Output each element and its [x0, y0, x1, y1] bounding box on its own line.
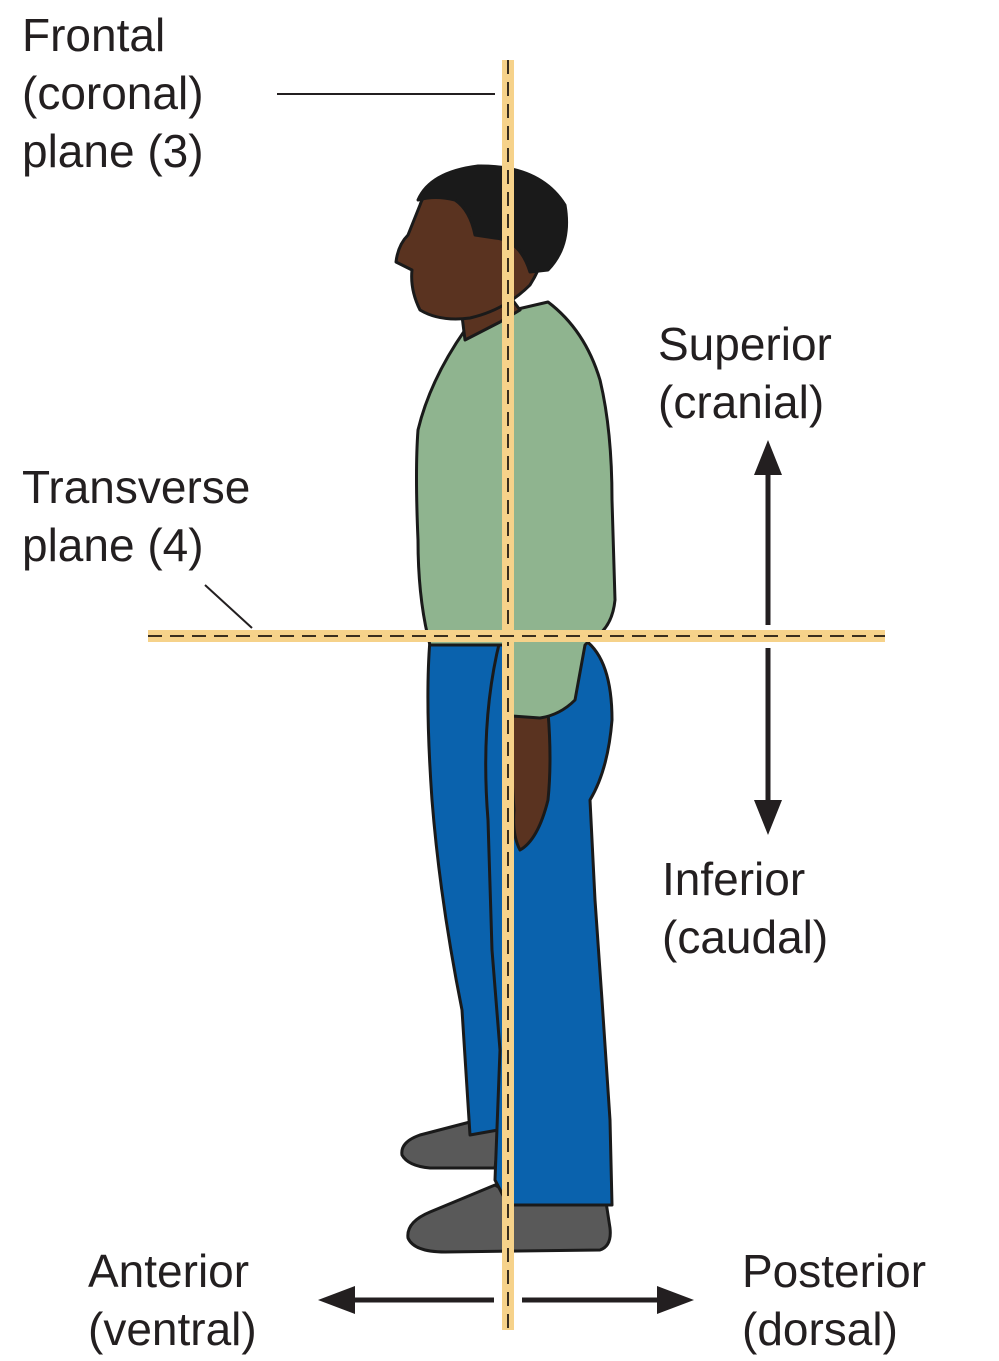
frontal-label-line-1: Frontal: [22, 6, 204, 64]
frontal-label-line-3: plane (3): [22, 122, 204, 180]
frontal-label-line-2: (coronal): [22, 64, 204, 122]
posterior-label: Posterior (dorsal): [742, 1242, 926, 1358]
superior-label-line-1: Superior: [658, 315, 832, 373]
superior-label: Superior (cranial): [658, 315, 832, 431]
anterior-label-line-2: (ventral): [88, 1300, 257, 1358]
anterior-label: Anterior (ventral): [88, 1242, 257, 1358]
frontal-plane-label: Frontal (coronal) plane (3): [22, 6, 204, 180]
posterior-label-line-2: (dorsal): [742, 1300, 926, 1358]
posterior-label-line-1: Posterior: [742, 1242, 926, 1300]
inferior-label-line-1: Inferior: [662, 850, 828, 908]
anterior-label-line-1: Anterior: [88, 1242, 257, 1300]
inferior-label-line-2: (caudal): [662, 908, 828, 966]
transverse-label-line-1: Transverse: [22, 458, 250, 516]
transverse-label-line-2: plane (4): [22, 516, 250, 574]
anterior-arrow: [318, 1286, 494, 1314]
inferior-label: Inferior (caudal): [662, 850, 828, 966]
posterior-arrow: [522, 1286, 694, 1314]
superior-label-line-2: (cranial): [658, 373, 832, 431]
transverse-leader-line: [205, 585, 252, 628]
inferior-arrow: [754, 648, 782, 835]
superior-arrow: [754, 440, 782, 625]
transverse-plane-label: Transverse plane (4): [22, 458, 250, 574]
